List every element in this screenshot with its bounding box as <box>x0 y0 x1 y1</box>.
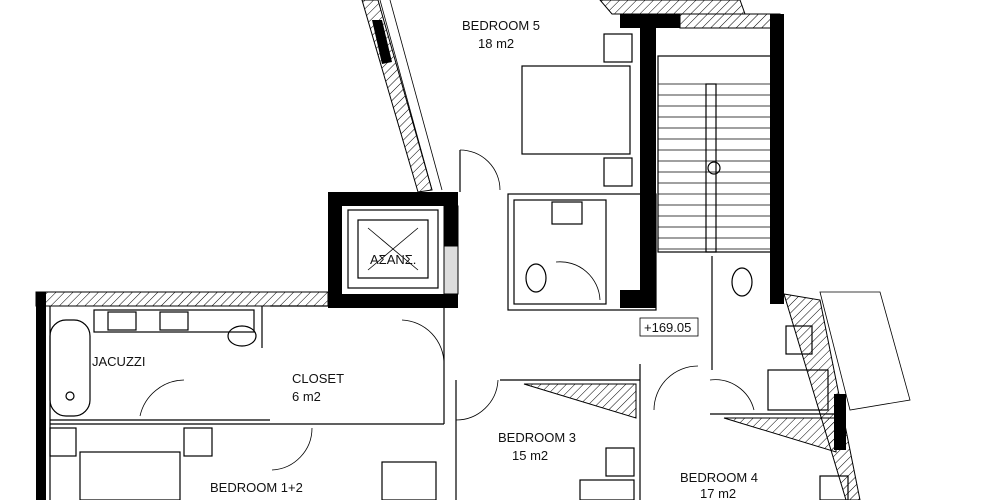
bedroom4-area: 17 m2 <box>700 486 736 500</box>
level-marker: +169.05 <box>644 320 691 335</box>
central-wc <box>507 193 657 311</box>
jacuzzi-bath <box>49 306 270 421</box>
bedroom12-label: BEDROOM 1+2 <box>210 480 303 495</box>
bedroom3-label: BEDROOM 3 <box>498 430 576 445</box>
jacuzzi-label: JACUZZI <box>92 354 145 369</box>
top-wall <box>599 0 746 15</box>
right-bathroom <box>709 256 911 500</box>
bedroom4-label: BEDROOM 4 <box>680 470 758 485</box>
lower-walls <box>49 305 849 500</box>
closet-label: CLOSET <box>292 371 344 386</box>
bedroom3-area: 15 m2 <box>512 448 548 463</box>
north-wall <box>35 291 329 307</box>
staircase <box>640 14 784 304</box>
bedroom5-furniture <box>459 33 633 192</box>
bedroom5-label: BEDROOM 5 <box>462 18 540 33</box>
closet-area: 6 m2 <box>292 389 321 404</box>
level-marker-box <box>639 317 699 337</box>
elevator-label: ΑΣΑΝΣ. <box>370 252 416 267</box>
slanted-wall <box>361 0 443 193</box>
elevator-shaft <box>328 192 459 308</box>
bedroom5-area: 18 m2 <box>478 36 514 51</box>
